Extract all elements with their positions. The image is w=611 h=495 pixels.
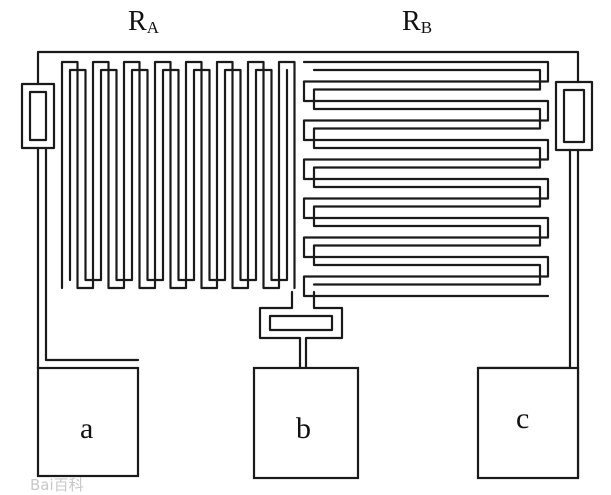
resistor-b-label: RB	[402, 6, 432, 37]
center-junction-lead	[258, 290, 344, 370]
pad-a-label: a	[80, 412, 93, 445]
watermark: Bai百科	[30, 476, 84, 494]
resistor-b-meander	[302, 60, 550, 298]
resistor-b-trace-inner	[312, 68, 542, 286]
pad-b	[252, 366, 360, 480]
resistor-a-meander	[60, 60, 296, 290]
pad-c	[476, 366, 580, 480]
resistor-b-trace-outer	[302, 60, 550, 298]
resistor-a-trace-inner	[68, 68, 289, 282]
pad-c-label: c	[516, 402, 529, 435]
left-terminal-lead	[20, 82, 140, 370]
resistor-a-label: RA	[128, 6, 160, 37]
outer-trace-frame	[36, 50, 580, 86]
resistor-a-trace-outer	[60, 60, 296, 290]
pad-a	[36, 366, 140, 478]
pad-b-label: b	[296, 412, 311, 445]
